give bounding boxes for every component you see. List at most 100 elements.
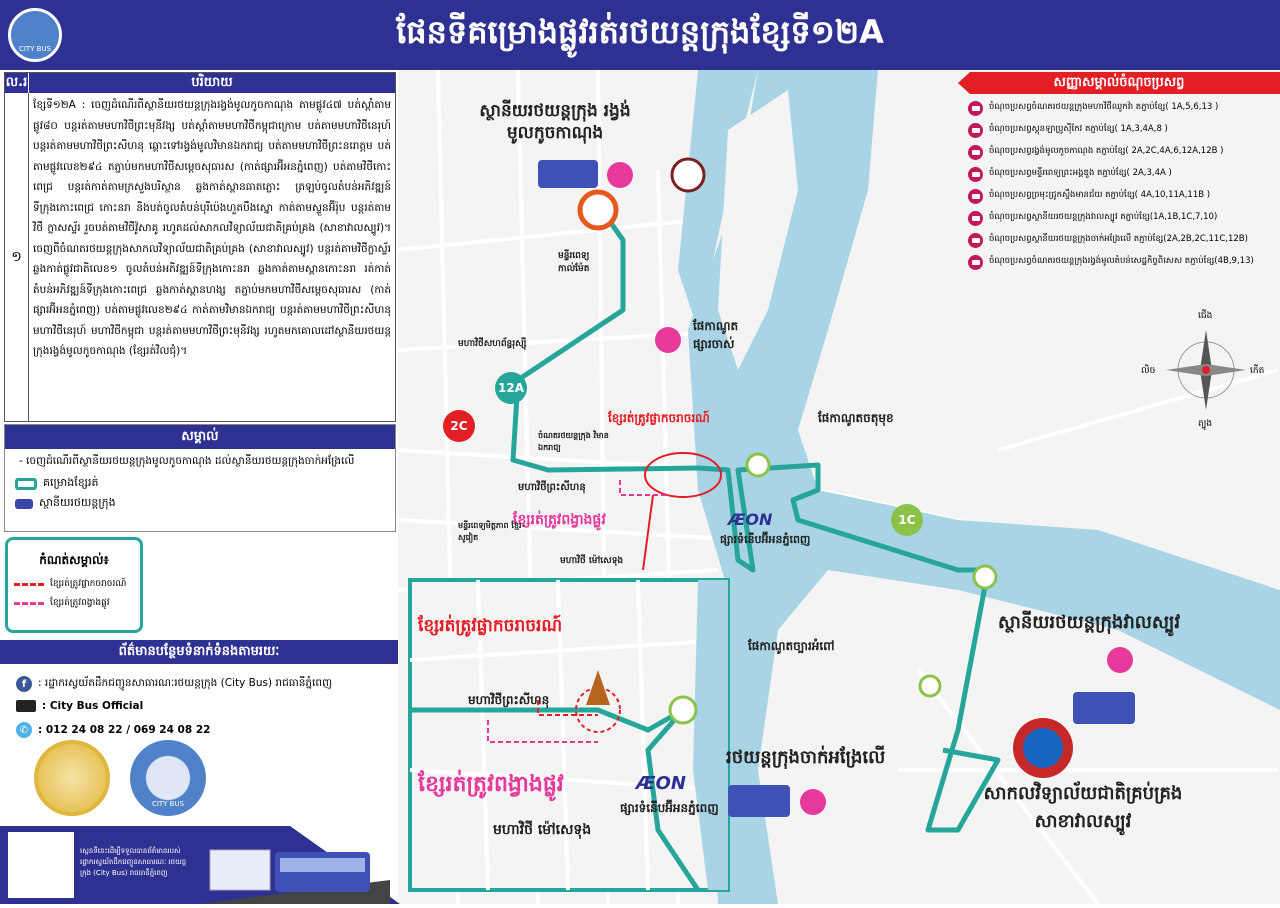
- label-kouch-kanong-station: ស្ថានីយរថយន្តក្រុង រង្វង់មូលកូចកាណុង: [479, 101, 631, 143]
- app-store-icon: [16, 700, 36, 712]
- transfer-item: ចំណុចប្រសព្វចំណតរថយន្តក្រុងមហាវិថីឈូកវ៉ា…: [968, 100, 1280, 116]
- bus-station-icon: [15, 499, 33, 509]
- label-ferry-chaktomuk: ផែកាណូតចតុមុខ: [818, 411, 894, 425]
- label-ferry-old-market: ផែកាណូត ផ្សារចាស់: [693, 319, 739, 351]
- logo-text: CITY BUS: [18, 45, 52, 53]
- bus-stop-icon: [968, 210, 983, 226]
- kouch-kanong-roundabout: [577, 189, 619, 231]
- seal-text: CITY BUS: [151, 800, 185, 808]
- label-khmer-soviet-hospital: មន្ទីរពេទ្យមិត្តភាព ខ្មែរ-សូវៀត: [458, 521, 525, 542]
- river-north-channel: [678, 70, 758, 330]
- bus-icon: [538, 160, 598, 188]
- transfer-legend-title: សញ្ញាសម្គាល់ចំណុចប្រសព្វ: [958, 72, 1280, 94]
- pink-dash-icon: [14, 602, 44, 605]
- inset-pink-detour: [487, 720, 598, 743]
- qr-text: ស្កេនទីនេះដើម្បីទទួលបានព័ត៌មានរបស់ រដ្ឋា…: [80, 847, 187, 877]
- compass-south: ត្បូង: [1198, 419, 1213, 429]
- label-sihanouk-blvd: មហាវិថីព្រះសីហនុ: [518, 482, 586, 493]
- transfer-item: ចំណុចប្រសព្វស្ថានីយរថយន្តក្រុងវាលស្បូវ ត…: [968, 210, 1280, 226]
- label-aeon-mall: ផ្សារទំនើបអ៊ីអនភ្នំពេញ: [720, 533, 811, 546]
- transfer-bus-stop-icon: [655, 327, 681, 353]
- label-calmette-hospital: មន្ទីរពេទ្យ កាល់ម៉ែត: [558, 251, 590, 274]
- transfer-item: ចំណុចប្រសព្វស្ថានីយរថយន្តក្រុងចាក់អង្រែល…: [968, 232, 1280, 248]
- transfer-item: ចំណុចប្រសព្វមន្ទីរពេទ្យព្រះអង្គឌួង តភ្ជា…: [968, 166, 1280, 182]
- transfer-item: ចំណុចប្រសព្វរង្វង់មូលកូចកាណុង តភ្ជាប់ខ្ស…: [968, 144, 1280, 160]
- bus-stop-icon: [968, 188, 983, 204]
- transfer-text: ចំណុចប្រសព្វមន្ទីរពេទ្យព្រះអង្គឌួង តភ្ជា…: [989, 168, 1172, 178]
- transfer-text: ចំណុចប្រសព្វច្រមុះជ្រូកស្ទឹងមានជ័យ តភ្ជា…: [989, 190, 1211, 200]
- inset-label-detour-pink: ខ្សែរត់ត្រូវពង្វាងផ្លូវ: [418, 772, 564, 797]
- independence-monument-icon: [586, 670, 610, 705]
- col-no-header: ល.រ: [5, 73, 29, 93]
- transfer-item: ចំណុចប្រសព្វស្ដុនឡាប្រូស៊ីកែវ តភ្ជាប់ខ្ស…: [968, 122, 1280, 138]
- transfer-bus-stop-icon: [1107, 647, 1133, 673]
- label-detour-red: ខ្សែរត់ត្រូវផ្លាកចរាចរណ៍: [608, 411, 710, 425]
- note-panel: សម្គាល់ - ចេញដំណើរពីស្ថានីយរថយន្តក្រុងមូ…: [4, 424, 396, 532]
- detour-highlight: [644, 452, 722, 498]
- route-line-icon: [15, 478, 37, 490]
- route-12a-line: [510, 203, 1001, 833]
- page-title: ផែនទីគម្រោងផ្លូវរត់រថយន្តក្រុងខ្សែទី១២A: [396, 12, 884, 51]
- transfer-text: ចំណុចប្រសព្វរង្វង់មូលកូចកាណុង តភ្ជាប់ខ្ស…: [989, 146, 1224, 156]
- transfer-legend: សញ្ញាសម្គាល់ចំណុចប្រសព្វ ចំណុចប្រសព្វចំណ…: [958, 72, 1280, 270]
- route-description-table: ល.របរិយាយ ១ខ្សែទី១២A : ចេញដំណើរពីស្ថានីយ…: [4, 72, 396, 422]
- transfer-item: ចំណុចប្រសព្វចំណតរថយន្តក្រុងរង្វង់មូលតំបន…: [968, 254, 1280, 270]
- inset-label-sihanouk-blvd: មហាវិថីព្រះសីហនុ: [468, 693, 550, 707]
- compass-west: លិច: [1141, 366, 1156, 376]
- inset-aeon-logo: ÆON: [636, 773, 686, 794]
- detour-pointer: [642, 494, 654, 571]
- compass-east: កើត: [1250, 366, 1265, 376]
- label-detour-pink: ខ្សែរត់ត្រូវពង្វាងផ្លូវ: [513, 512, 606, 528]
- phone-icon: ✆: [16, 722, 32, 738]
- transfer-text: ចំណុចប្រសព្វចំណតរថយន្តក្រុងមហាវិថីឈូកវ៉ា…: [989, 102, 1219, 112]
- transfer-bus-stop-icon: [800, 789, 826, 815]
- facebook-icon: f: [16, 676, 32, 692]
- transfer-text: ចំណុចប្រសព្វស្ថានីយរថយន្តក្រុងវាលស្បូវ ត…: [989, 212, 1218, 222]
- bus-stop-icon: [968, 122, 983, 138]
- bus-stop-icon: [968, 232, 983, 248]
- route-badge-1c: 1C: [891, 504, 923, 536]
- transfer-circle: [918, 674, 942, 698]
- inset-map: [408, 578, 730, 892]
- pink-detour-line: [619, 480, 668, 496]
- inset-label-aeon-mall: ផ្សារទំនើបអ៊ីអនភ្នំពេញ: [620, 801, 719, 815]
- phone-line[interactable]: ✆ : 012 24 08 22 / 069 24 08 22: [16, 722, 210, 738]
- qr-code[interactable]: [8, 832, 74, 898]
- col-desc-header: បរិយាយ: [191, 74, 233, 90]
- transfer-circle: [972, 564, 998, 590]
- inset-monument-marker: [575, 687, 621, 733]
- city-bus-seal: CITY BUS: [130, 740, 206, 816]
- aeon-logo: ÆON: [728, 510, 773, 529]
- phone-text: : 012 24 08 22 / 069 24 08 22: [38, 724, 211, 736]
- app-text: : City Bus Official: [42, 700, 144, 712]
- label-chak-angre-station: រថយន្តក្រុងចាក់អង្រែលើ: [726, 747, 886, 768]
- transfer-text: ចំណុចប្រសព្វស្ថានីយរថយន្តក្រុងចាក់អង្រែល…: [989, 234, 1248, 244]
- transfer-text: ចំណុចប្រសព្វស្ដុនឡាប្រូស៊ីកែវ តភ្ជាប់ខ្ស…: [989, 124, 1168, 134]
- government-seal: [34, 740, 110, 816]
- compass-icon: [1166, 330, 1246, 410]
- facebook-line[interactable]: f : រដ្ឋាករស្វយ័តដឹកជញ្ជូនសាធារណៈរថយន្តក្…: [16, 676, 332, 692]
- inset-label-mao-blvd: មហាវិថី ម៉ៅសេទុង: [493, 822, 592, 838]
- label-independence-stop: ចំណតរថយន្តក្រុង វិមានឯករាជ្យ: [538, 431, 609, 452]
- diversion-item: ខ្សែរត់ត្រូវផ្លាកចរាចរណ៍: [50, 579, 127, 589]
- contact-title: ព័ត៌មានបន្ថែមទំនាក់ទំនងតាមរយៈ: [0, 640, 398, 664]
- transfer-circle: [745, 452, 771, 478]
- app-line[interactable]: : City Bus Official: [16, 700, 143, 712]
- bus-icon: [1073, 692, 1135, 724]
- bus-icon: [728, 785, 790, 817]
- note-title: សម្គាល់: [5, 425, 395, 449]
- route-label: គម្រោងខ្សែរត់: [43, 476, 99, 489]
- diversion-title: កំណត់សម្គាល់៖: [39, 553, 109, 567]
- header: CITY BUS ផែនទីគម្រោងផ្លូវរត់រថយន្តក្រុងខ…: [0, 0, 1280, 70]
- roundabout-marker: [670, 157, 706, 193]
- inset-transfer-circle: [668, 695, 698, 725]
- note-line: - ចេញដំណើរពីស្ថានីយរថយន្តក្រុងមូលកូចកាណុ…: [19, 455, 355, 467]
- red-dash-icon: [14, 583, 44, 586]
- route-description: ខ្សែទី១២A : ចេញដំណើរពីស្ថានីយរថយន្តក្រុង…: [33, 99, 391, 357]
- facebook-text: : រដ្ឋាករស្វយ័តដឹកជញ្ជូនសាធារណៈរថយន្តក្រ…: [38, 676, 333, 689]
- bus-stop-icon: [968, 166, 983, 182]
- route-badge-2c: 2C: [443, 410, 475, 442]
- university-seal-icon: [1013, 718, 1073, 778]
- label-veal-sbov-station: ស្ថានីយរថយន្តក្រុងវាលស្បូវ: [998, 612, 1181, 633]
- label-ferry-chbar-ampov: ផែកាណូតច្បារអំពៅ: [748, 639, 835, 653]
